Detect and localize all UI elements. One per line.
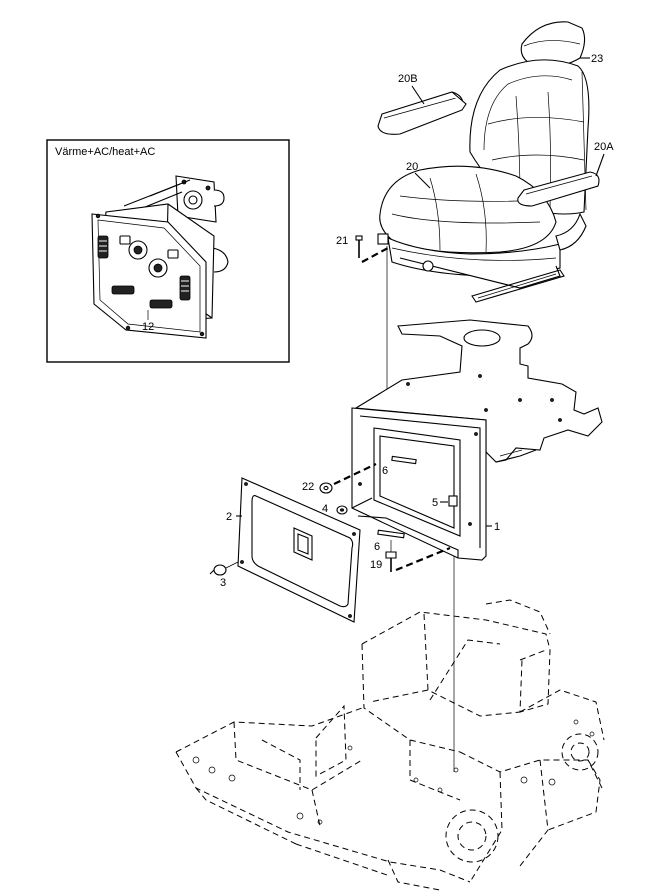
bolt-21 <box>355 233 389 263</box>
inset-panel: Värme+AC/heat+AC <box>46 139 290 363</box>
label-19: 19 <box>370 559 382 571</box>
label-4: 4 <box>322 503 328 515</box>
vent-right <box>179 275 191 301</box>
label-2: 2 <box>226 511 232 523</box>
label-20: 20 <box>406 161 418 173</box>
label-20B: 20B <box>398 73 418 85</box>
seat <box>379 59 590 303</box>
seat-plate <box>354 319 603 463</box>
label-5: 5 <box>432 497 438 509</box>
seat-box <box>351 407 492 561</box>
heater-ac-unit <box>91 175 229 339</box>
machine-frame <box>175 599 605 891</box>
label-21: 21 <box>336 235 348 247</box>
vent-bottom-right <box>149 299 173 309</box>
label-1: 1 <box>494 521 500 533</box>
label-6-upper: 6 <box>382 465 388 477</box>
vent-bottom-left <box>111 285 135 295</box>
label-12: 12 <box>142 321 154 333</box>
armrest-left <box>377 85 467 135</box>
nut-4 <box>336 505 348 515</box>
cover-plate <box>236 477 361 623</box>
inset-title: Värme+AC/heat+AC <box>55 146 155 158</box>
label-23: 23 <box>591 53 603 65</box>
vent-left <box>97 235 109 259</box>
washer-22 <box>319 463 377 494</box>
label-20A: 20A <box>594 141 614 153</box>
label-3: 3 <box>220 577 226 589</box>
label-22: 22 <box>302 481 314 493</box>
armrest-right <box>517 153 605 207</box>
bolt-19 <box>385 546 451 572</box>
knob-3 <box>209 561 239 576</box>
label-6-lower: 6 <box>374 541 380 553</box>
